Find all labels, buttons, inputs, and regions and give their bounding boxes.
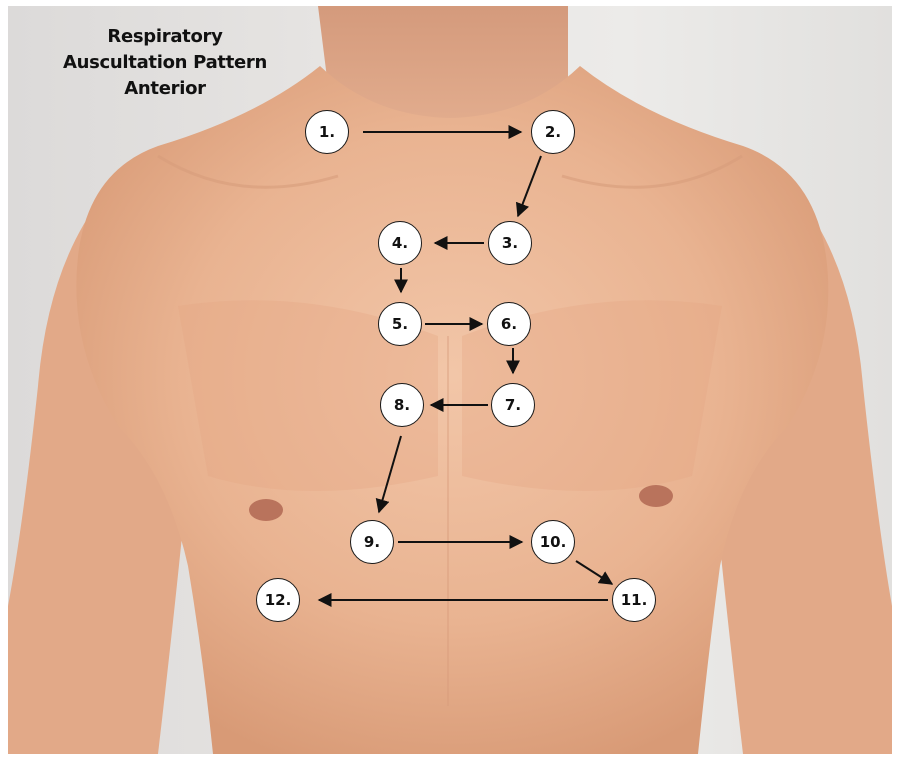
- marker-12: 12.: [256, 578, 300, 622]
- marker-1: 1.: [305, 110, 349, 154]
- marker-8: 8.: [380, 383, 424, 427]
- marker-7: 7.: [491, 383, 535, 427]
- marker-11: 11.: [612, 578, 656, 622]
- marker-10: 10.: [531, 520, 575, 564]
- arrow-10-to-11: [576, 561, 612, 584]
- auscultation-path: [8, 6, 892, 754]
- marker-4: 4.: [378, 221, 422, 265]
- diagram-frame: Respiratory Auscultation Pattern Anterio…: [8, 6, 892, 754]
- arrow-8-to-9: [379, 436, 401, 512]
- arrow-2-to-3: [518, 156, 541, 216]
- marker-6: 6.: [487, 302, 531, 346]
- marker-2: 2.: [531, 110, 575, 154]
- marker-3: 3.: [488, 221, 532, 265]
- marker-9: 9.: [350, 520, 394, 564]
- marker-5: 5.: [378, 302, 422, 346]
